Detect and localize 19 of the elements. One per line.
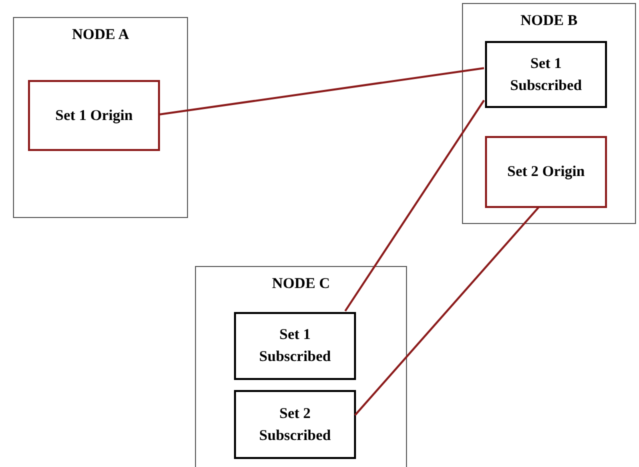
set-label: Set 2 Origin [507, 163, 585, 182]
node-title: NODE A [70, 27, 130, 44]
set-label: Set 1 Origin [55, 106, 133, 126]
connector-line [158, 67, 484, 116]
set-box [234, 390, 356, 459]
set-box [485, 136, 607, 208]
set-box [28, 80, 160, 151]
connector-line [344, 100, 485, 312]
set-box [485, 41, 607, 108]
set-label: Set 1 Subscribed [509, 54, 583, 96]
set-label: Set 1 Subscribed [258, 326, 332, 367]
set-box [234, 312, 356, 380]
node-title: NODE B [519, 13, 579, 30]
node-title: NODE C [271, 276, 331, 293]
connector-line [354, 206, 540, 416]
node-panel [195, 266, 407, 467]
set-label: Set 2 Subscribed [258, 404, 332, 446]
node-panel [13, 17, 188, 218]
node-panel [462, 3, 636, 224]
